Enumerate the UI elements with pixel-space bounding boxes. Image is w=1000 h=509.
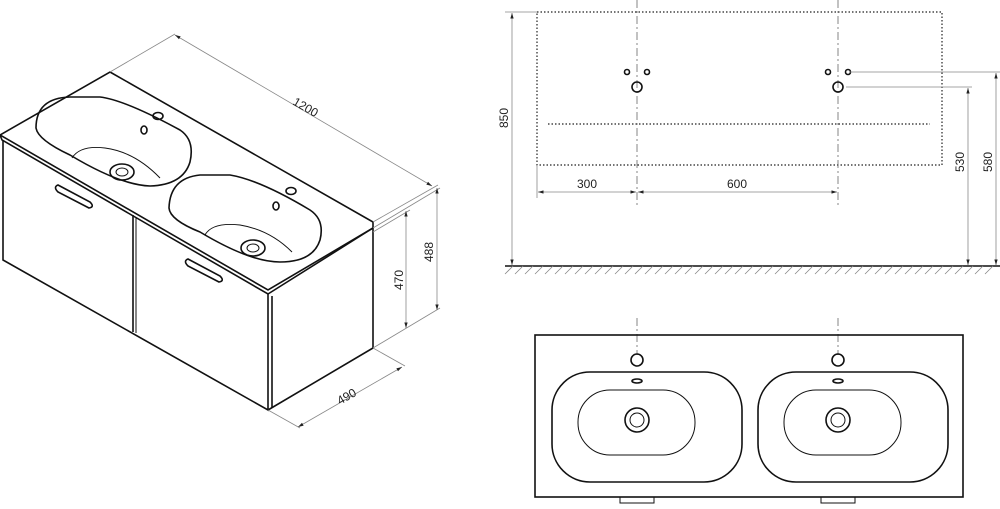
- dim-1200: 1200: [291, 94, 321, 120]
- right-door-handle: [184, 258, 224, 283]
- dim-600: 600: [727, 177, 747, 191]
- left-basin-top: [551, 371, 743, 483]
- dim-300: 300: [577, 177, 597, 191]
- right-basin-top: [757, 371, 949, 483]
- dim-530: 530: [953, 152, 967, 172]
- top-view: [534, 318, 964, 504]
- dim-580: 580: [981, 152, 995, 172]
- left-door-handle: [54, 184, 94, 209]
- countertop-top: [534, 334, 964, 498]
- isometric-view: 1200 488 470 490: [0, 33, 441, 429]
- right-basin: [168, 174, 323, 263]
- dim-850: 850: [497, 108, 511, 128]
- countertop: [0, 71, 374, 291]
- front-elevation: 850 300 600 530 580: [497, 0, 1000, 275]
- cabinet-outline: [536, 11, 943, 166]
- dim-470: 470: [392, 270, 406, 290]
- dim-488: 488: [422, 242, 436, 262]
- front-face: [2, 140, 269, 412]
- side-face: [267, 228, 374, 411]
